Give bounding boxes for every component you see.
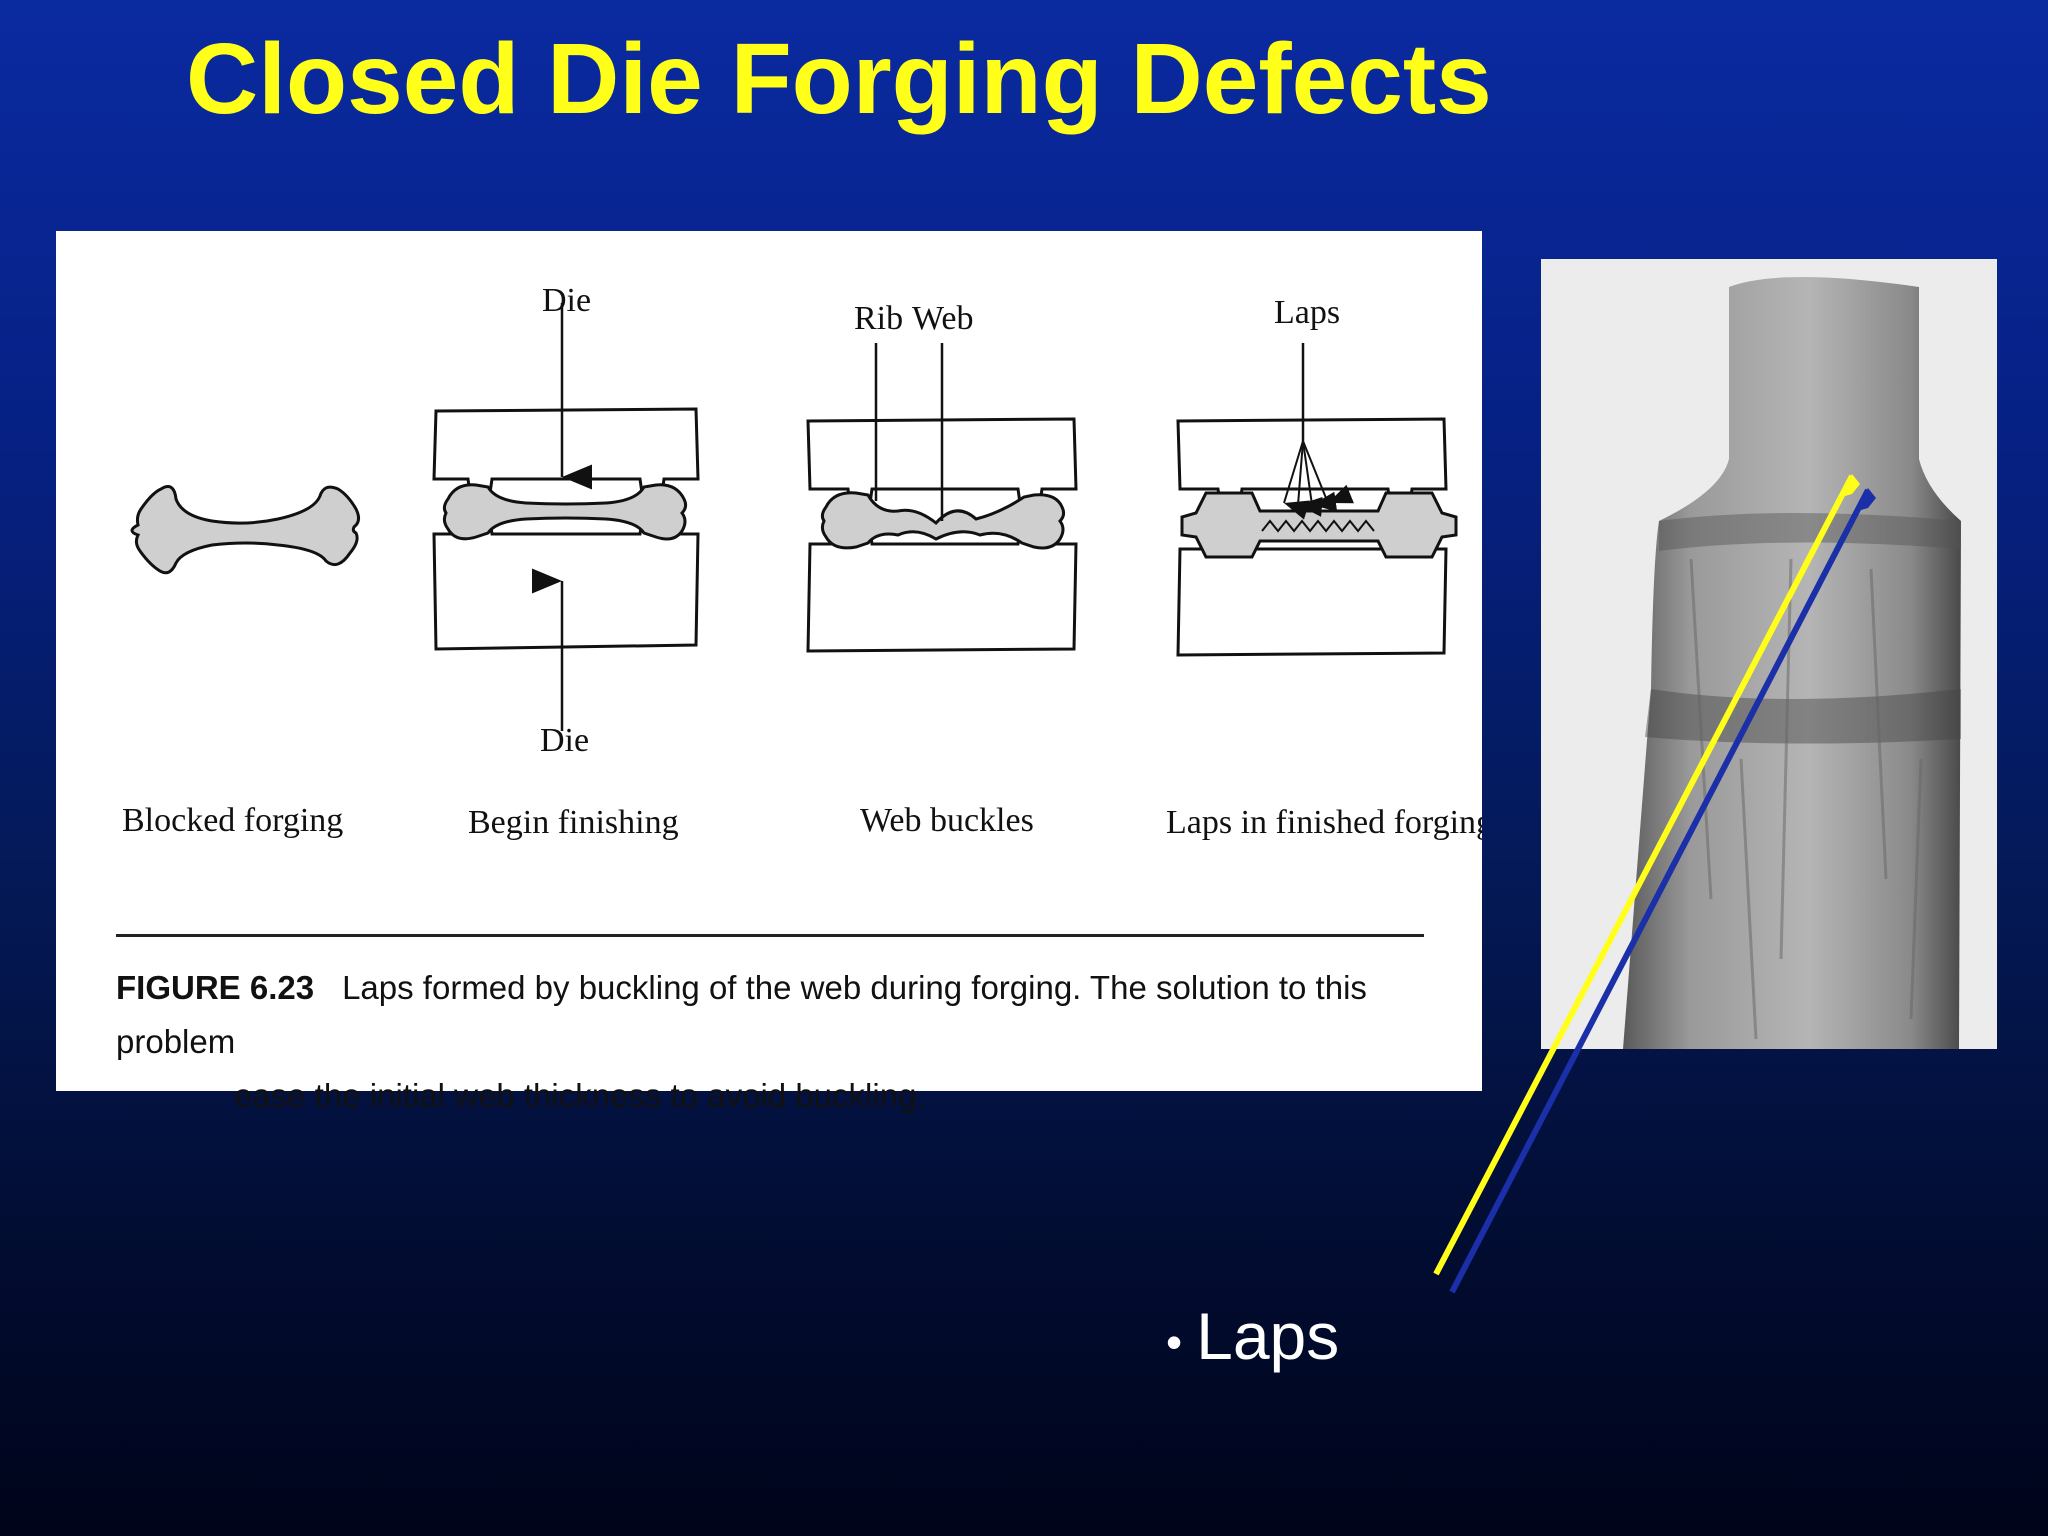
web-label: Web [912, 300, 973, 337]
laps-label: Laps [1274, 294, 1340, 331]
blocked-forging-shape [130, 485, 361, 575]
yellow-arrow [1433, 474, 1855, 1276]
figure-divider [116, 934, 1424, 937]
caption-line-1: Laps formed by buckling of the web durin… [116, 969, 1367, 1060]
web-buckles-dies [806, 343, 1078, 653]
caption-line-2: ease the initial web thickness to avoid … [234, 1077, 926, 1114]
forged-part-photo [1541, 259, 1997, 1049]
slide-title: Closed Die Forging Defects [186, 23, 1492, 135]
blue-arrow-head [1854, 488, 1876, 512]
stage-label-blocked: Blocked forging [122, 802, 343, 839]
die-bottom-label: Die [540, 722, 589, 759]
die-top-label: Die [542, 282, 591, 319]
figure-panel: Die Die Rib Web Laps Blocked forging Beg [56, 231, 1482, 1114]
stage-label-web-buckles: Web buckles [860, 802, 1034, 839]
rib-label: Rib [854, 300, 903, 337]
begin-finishing-dies [432, 303, 700, 731]
forging-photo [1541, 259, 1997, 1049]
bullet-text: Laps [1196, 1299, 1340, 1373]
stage-label-laps: Laps in finished forging [1166, 804, 1482, 841]
forging-diagram: Die Die Rib Web Laps Blocked forging Beg [122, 282, 1482, 841]
bullet-dot: • [1166, 1315, 1183, 1368]
figure-number: FIGURE 6.23 [116, 969, 315, 1006]
blue-arrow [1449, 488, 1871, 1294]
yellow-arrow-head [1838, 474, 1860, 498]
laps-finished-dies [1176, 343, 1458, 657]
stage-label-begin-finishing: Begin finishing [468, 804, 679, 841]
bullet-item: •Laps [1166, 1298, 1339, 1374]
